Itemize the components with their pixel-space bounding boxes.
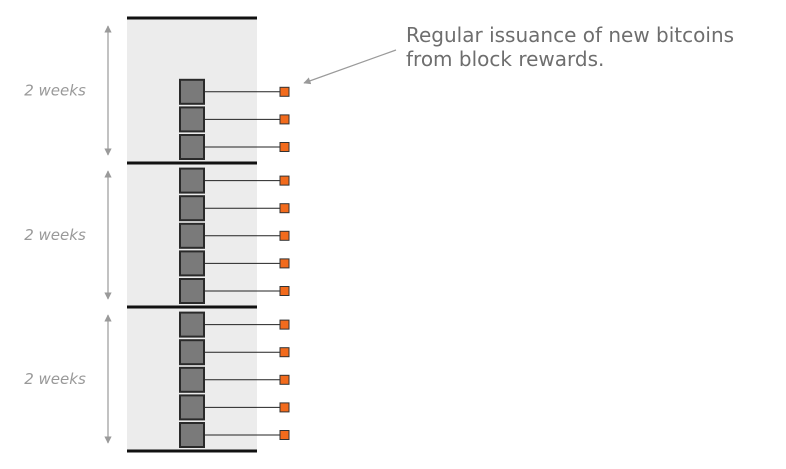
period-1: 2 weeks (24, 25, 290, 160)
period-2: 2 weeks (24, 167, 290, 304)
block-row (179, 222, 290, 249)
annotation-line-2: from block rewards. (406, 47, 604, 71)
block-row (179, 134, 290, 160)
annotation-pointer-arrow (303, 49, 397, 85)
block (179, 195, 205, 222)
block-row (179, 167, 290, 194)
block-reward (279, 319, 290, 330)
block-reward (279, 347, 290, 358)
block (179, 222, 205, 249)
block-row (179, 311, 290, 338)
block-row (179, 422, 290, 448)
block-row (179, 250, 290, 277)
block-row (179, 278, 290, 304)
block-row (179, 394, 290, 421)
block-reward (279, 86, 290, 97)
difficulty-periods: 2 weeks 2 weeks 2 weeks (24, 25, 290, 448)
block (179, 106, 205, 133)
block (179, 394, 205, 421)
block-reward (279, 175, 290, 186)
period-label: 2 weeks (24, 226, 86, 244)
block (179, 311, 205, 338)
block-reward (279, 230, 290, 241)
block-row (179, 339, 290, 366)
block (179, 339, 205, 366)
period-dividers (127, 16, 257, 453)
block-row (179, 106, 290, 133)
block-reward (279, 258, 290, 269)
block (179, 250, 205, 277)
block (179, 366, 205, 393)
block (179, 78, 205, 105)
block-reward (279, 286, 290, 296)
period-3: 2 weeks (24, 311, 290, 448)
period-label: 2 weeks (24, 370, 86, 388)
block-reward (279, 114, 290, 125)
annotation: Regular issuance of new bitcoins from bl… (303, 23, 734, 85)
block-row (179, 366, 290, 393)
block (179, 278, 205, 304)
block (179, 422, 205, 448)
block-reward (279, 402, 290, 413)
block (179, 167, 205, 194)
block-row (179, 195, 290, 222)
block (179, 134, 205, 160)
block-reward (279, 430, 290, 440)
block-row (179, 78, 290, 105)
annotation-line-1: Regular issuance of new bitcoins (406, 23, 734, 47)
block-reward (279, 142, 290, 152)
block-reward (279, 374, 290, 385)
block-reward (279, 203, 290, 214)
period-label: 2 weeks (24, 82, 86, 100)
